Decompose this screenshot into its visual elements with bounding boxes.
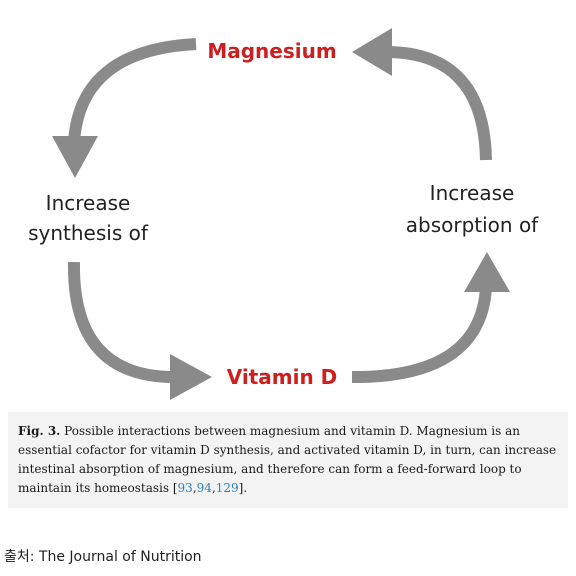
figure-label: Fig. 3. [18,424,61,438]
node-increase-synthesis-line2: synthesis of [28,221,149,245]
arrowhead-icon [464,252,510,292]
caption-text: Possible interactions between magnesium … [18,424,557,495]
arrowhead-icon [170,354,212,400]
curved-arrow-icon [68,38,197,143]
arrowhead-icon [52,136,98,178]
reference-separator: , [192,481,197,495]
arrow-absorption-to-magnesium [352,28,492,161]
reference-link[interactable]: 93 [177,481,193,495]
caption-close: ]. [238,481,248,495]
figure-caption: Fig. 3. Possible interactions between ma… [8,412,568,508]
reference-link[interactable]: 94 [196,481,212,495]
arrow-synthesis-to-vitamin-d [67,261,212,400]
node-increase-absorption-line2: absorption of [406,213,539,237]
curved-arrow-icon [351,287,492,384]
reference-link[interactable]: 129 [215,481,239,495]
interaction-cycle-diagram: Magnesium Increase synthesis of Increase… [28,28,539,400]
arrow-magnesium-to-synthesis [52,38,197,178]
curved-arrow-icon [67,261,177,384]
arrowhead-icon [352,28,392,76]
node-increase-absorption-line1: Increase [430,181,515,205]
node-vitamin-d: Vitamin D [227,365,338,389]
reference-separator: , [211,481,216,495]
source-attribution: 출처: The Journal of Nutrition [4,549,202,565]
node-increase-synthesis-line1: Increase [46,191,131,215]
node-magnesium: Magnesium [207,39,336,63]
curved-arrow-icon [385,46,492,161]
arrow-vitamin-d-to-absorption [351,252,510,384]
